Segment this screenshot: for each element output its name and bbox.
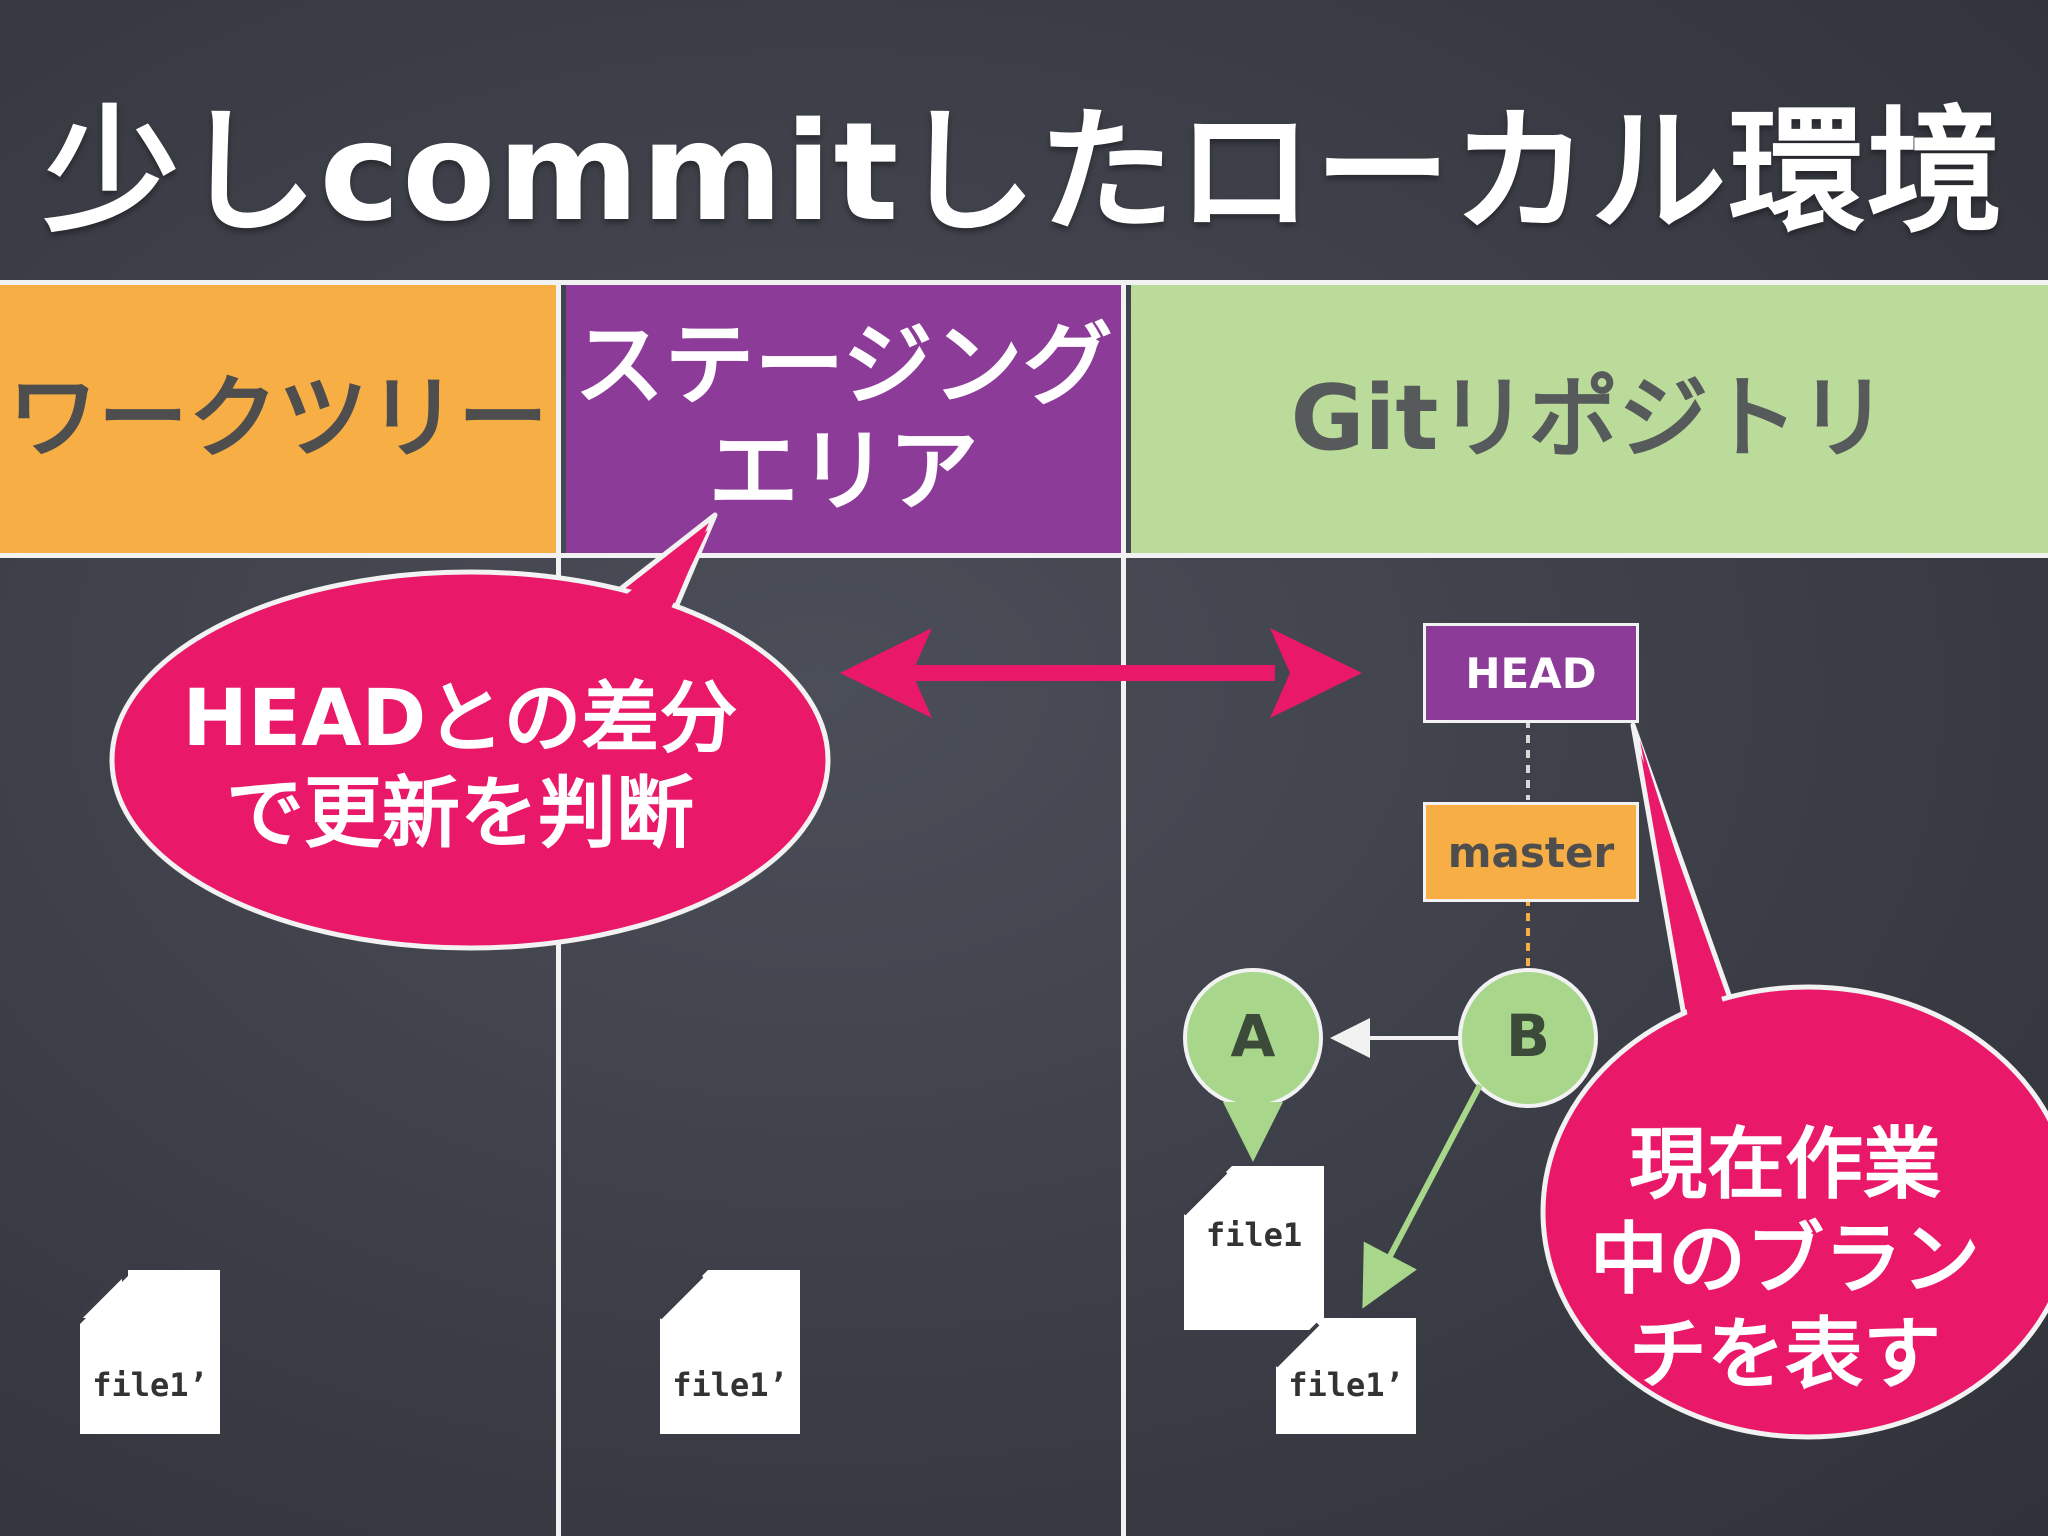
branch-note-text: 現在作業 中のブラン チを表す: [1589, 1120, 1980, 1401]
branch-callout: [1540, 722, 2048, 1440]
commit-b-node: [1458, 968, 1598, 1108]
top-divider: [0, 280, 2048, 285]
commit-b-file-arrow: [1362, 1083, 1483, 1309]
head-ref-label: HEAD: [1465, 648, 1597, 698]
head-diff-text: HEADとの差分 で更新を判断: [182, 674, 738, 860]
commit-a-file-label: file1: [1205, 1216, 1303, 1254]
repository-label: Gitリポジトリ: [1290, 365, 1889, 471]
head-diff-callout: [109, 512, 831, 951]
worktree-header: ワークツリー: [0, 285, 556, 553]
column-divider-2: [1121, 280, 1126, 1536]
staging-file-icon: [658, 1270, 800, 1434]
staging-header: ステージング エリア: [566, 285, 1121, 553]
staging-label: ステージング エリア: [574, 312, 1113, 524]
commit-b-file-label: file1’: [1288, 1366, 1404, 1404]
worktree-file-icon: [78, 1270, 220, 1434]
commit-b-label: B: [1505, 1002, 1551, 1070]
head-ref-box: HEAD: [1423, 623, 1639, 723]
worktree-label: ワークツリー: [8, 365, 548, 471]
slide-title: 少しcommitしたローカル環境: [43, 94, 2005, 252]
header-divider: [0, 553, 2048, 558]
commit-a-file-icon: [1182, 1166, 1324, 1330]
commit-a-label: A: [1230, 1002, 1276, 1070]
commit-b-file-icon: [1274, 1318, 1416, 1434]
repository-header: Gitリポジトリ: [1131, 285, 2048, 553]
staging-file-label: file1’: [672, 1366, 788, 1404]
master-branch-label: master: [1447, 827, 1615, 877]
master-branch-box: master: [1423, 802, 1639, 902]
worktree-file-label: file1’: [92, 1366, 208, 1404]
comparison-double-arrow: [840, 628, 1362, 718]
